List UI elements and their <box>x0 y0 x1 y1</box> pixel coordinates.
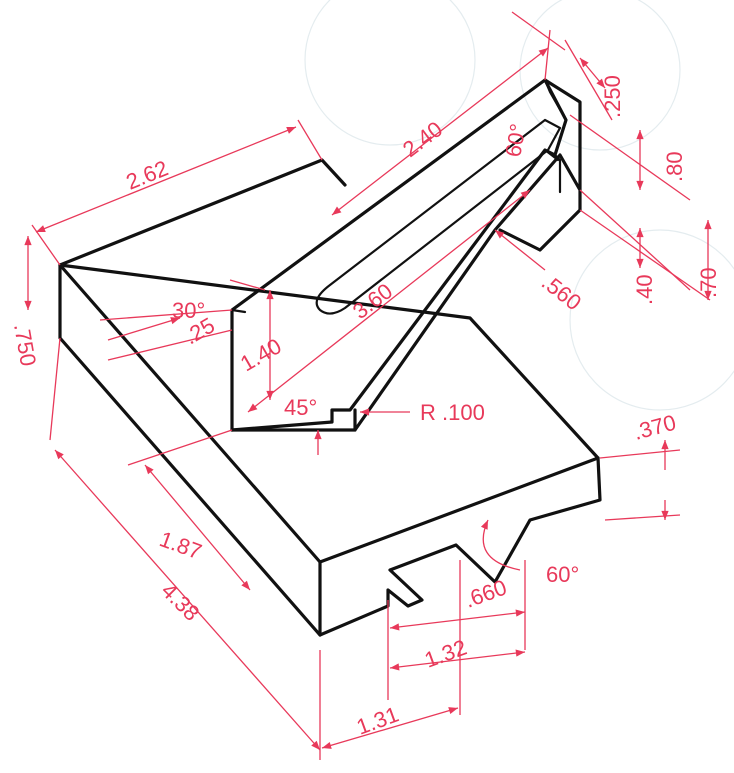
dim-40: .40 <box>632 274 657 305</box>
base-right-face <box>318 456 602 637</box>
dim-750: .750 <box>9 322 41 369</box>
dim-70: .70 <box>696 267 721 298</box>
dim-2-40: 2.40 <box>398 116 447 162</box>
dim-370: .370 <box>631 410 679 445</box>
dim-250: .250 <box>600 75 625 118</box>
dim-1-32: 1.32 <box>421 635 470 673</box>
dim-2-62: 2.62 <box>123 155 172 194</box>
arm-inner-edges <box>230 78 568 314</box>
dim-60-deg-bottom: 60° <box>546 562 579 587</box>
dim-r-100: R .100 <box>420 400 485 425</box>
dimension-lines <box>24 11 712 760</box>
base-top-face <box>58 158 600 564</box>
dim-30-deg: 30° <box>172 298 205 323</box>
dim-3-60: 3.60 <box>348 278 397 324</box>
dim-4-38: 4.38 <box>156 578 204 626</box>
background-watermark <box>304 0 734 411</box>
dim-1-87: 1.87 <box>156 526 205 564</box>
dim-60-deg-top: 60° <box>500 122 530 159</box>
dim-1-31: 1.31 <box>353 702 402 740</box>
base-block <box>58 158 602 637</box>
dim-1-40: 1.40 <box>236 333 286 376</box>
dim-660: .660 <box>461 575 510 613</box>
dim-80: .80 <box>662 151 687 182</box>
dim-45-deg: 45° <box>284 395 317 420</box>
dim-560: .560 <box>537 269 586 315</box>
dimension-labels: 2.62 2.40 .250 60° .80 .40 .70 .560 3.60… <box>9 75 721 740</box>
